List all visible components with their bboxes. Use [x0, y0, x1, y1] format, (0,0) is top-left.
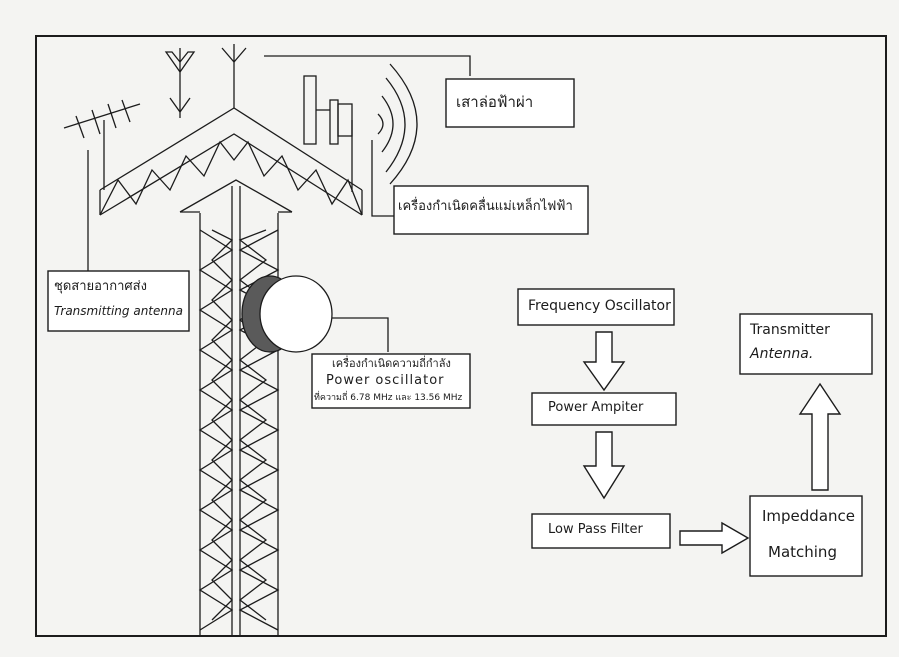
power-osc-label-en: Power oscillator	[326, 374, 445, 389]
frequency-oscillator-label: Frequency Oscillator	[528, 298, 671, 314]
impedance-label-line2: Matching	[768, 544, 837, 561]
power-osc-label-th: เครื่องกำเนิดความถี่กำลัง	[332, 358, 451, 371]
arrow-right	[680, 523, 748, 553]
microwave-label: เครื่องกำเนิดคลื่นแม่เหล็กไฟฟ้า	[398, 200, 573, 215]
arrow-up	[800, 384, 840, 490]
transmit-antenna-label-th: ชุดสายอากาศส่ง	[54, 280, 147, 295]
power-osc-label-freq: ที่ความถี่ 6.78 MHz และ 13.56 MHz	[314, 393, 462, 403]
arrow-down-1	[584, 332, 624, 390]
antenna-label-line2: Antenna.	[750, 346, 813, 362]
tower-illustration	[64, 44, 417, 636]
label-boxes	[48, 79, 588, 408]
lightning-rod-label: เสาล่อฟ้าผ่า	[456, 94, 533, 111]
arrow-down-2	[584, 432, 624, 498]
low-pass-filter-label: Low Pass Filter	[548, 523, 643, 538]
antenna-label-line1: Transmitter	[750, 322, 830, 338]
impedance-label-line1: Impeddance	[762, 508, 855, 525]
power-amplifier-label: Power Ampiter	[548, 401, 643, 416]
transmit-antenna-label-en: Transmitting antenna	[54, 305, 183, 319]
